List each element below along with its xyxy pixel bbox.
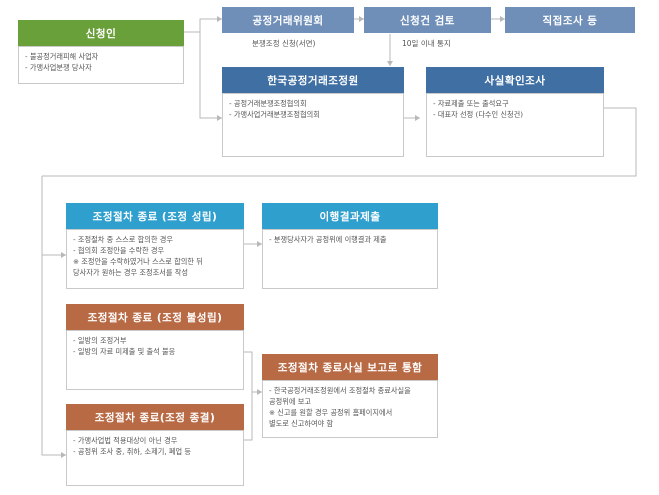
- kofair-line: - 가맹사업거래분쟁조정협의회: [229, 110, 320, 119]
- end-success-header: 조정절차 종료 (조정 성립): [66, 203, 244, 229]
- applicant-header: 신청인: [18, 20, 184, 46]
- review-caption: 10일 이내 통지: [402, 39, 451, 48]
- notice-title: 조정절차 종료사실 보고로 통함: [277, 361, 423, 374]
- factcheck-title: 사실확인조사: [484, 74, 546, 87]
- report-result-line: - 분쟁당사자가 공정위에 이행결과 제출: [269, 235, 387, 244]
- notice-line: 공정위에 보고: [269, 397, 311, 406]
- report-result-header: 이행결과제출: [262, 203, 438, 229]
- ftc-caption: 분쟁조정 신청(서면): [252, 39, 316, 48]
- kofair-header: 한국공정거래조정원: [222, 67, 404, 93]
- end-fail-header: 조정절차 종료 (조정 불성립): [66, 304, 244, 330]
- direct-box: 직접조사 등: [505, 7, 635, 33]
- end-fail-title: 조정절차 종료 (조정 불성립): [87, 311, 223, 324]
- notice-header: 조정절차 종료사실 보고로 통함: [262, 354, 438, 380]
- end-success-title: 조정절차 종료 (조정 성립): [92, 210, 218, 223]
- notice-line: 별도로 신고하여야 함: [269, 419, 334, 428]
- end-fail-body: - 일방의 조정거부 - 일방의 자료 미제출 및 출석 불응: [66, 330, 244, 390]
- end-success-body: - 조정절차 중 스스로 합의한 경우 - 협의회 조정안을 수락한 경우 ※ …: [66, 229, 244, 289]
- end-terminate-body: - 가맹사업법 적용대상이 아닌 경우 - 공정위 조사 중, 취하, 소제기,…: [66, 430, 244, 486]
- end-fail-line: - 일방의 자료 미제출 및 출석 불응: [73, 347, 176, 356]
- direct-title: 직접조사 등: [542, 14, 598, 27]
- notice-line: - 한국공정거래조정원에서 조정절차 종료사실을: [269, 386, 411, 395]
- kofair-title: 한국공정거래조정원: [267, 74, 359, 87]
- factcheck-line: - 자료제출 또는 출석요구: [433, 99, 509, 108]
- report-result-body: - 분쟁당사자가 공정위에 이행결과 제출: [262, 229, 438, 289]
- end-terminate-line: - 공정위 조사 중, 취하, 소제기, 폐업 등: [73, 447, 192, 456]
- end-terminate-line: - 가맹사업법 적용대상이 아닌 경우: [73, 436, 178, 445]
- ftc-title: 공정거래위원회: [252, 14, 324, 27]
- applicant-title: 신청인: [85, 27, 117, 40]
- notice-line: ※ 신고를 원할 경우 공정위 홈페이지에서: [269, 408, 393, 417]
- ftc-box: 공정거래위원회: [222, 7, 354, 33]
- notice-body: - 한국공정거래조정원에서 조정절차 종료사실을 공정위에 보고 ※ 신고를 원…: [262, 380, 438, 438]
- applicant-body: - 불공정거래피해 사업자 - 가맹사업분쟁 당사자: [18, 46, 184, 84]
- kofair-body: - 공정거래분쟁조정협의회 - 가맹사업거래분쟁조정협의회: [222, 93, 404, 157]
- end-success-line: - 조정절차 중 스스로 합의한 경우: [73, 235, 173, 244]
- end-success-line: ※ 조정안을 수락하였거나 스스로 합의한 뒤: [73, 257, 203, 266]
- report-result-title: 이행결과제출: [319, 210, 381, 223]
- end-terminate-header: 조정절차 종료(조정 종결): [66, 404, 244, 430]
- factcheck-header: 사실확인조사: [426, 67, 604, 93]
- end-terminate-title: 조정절차 종료(조정 종결): [94, 411, 216, 424]
- applicant-line: - 가맹사업분쟁 당사자: [25, 63, 92, 72]
- applicant-line: - 불공정거래피해 사업자: [25, 52, 99, 61]
- end-success-line: - 협의회 조정안을 수락한 경우: [73, 246, 165, 255]
- kofair-line: - 공정거래분쟁조정협의회: [229, 99, 307, 108]
- factcheck-line: - 대표자 선정 (다수인 신청건): [433, 110, 524, 119]
- end-fail-line: - 일방의 조정거부: [73, 336, 127, 345]
- factcheck-body: - 자료제출 또는 출석요구 - 대표자 선정 (다수인 신청건): [426, 93, 604, 157]
- end-success-line: 당사자가 원하는 경우 조정조서를 작성: [73, 268, 188, 277]
- review-box: 신청건 검토: [364, 7, 491, 33]
- review-title: 신청건 검토: [400, 14, 455, 27]
